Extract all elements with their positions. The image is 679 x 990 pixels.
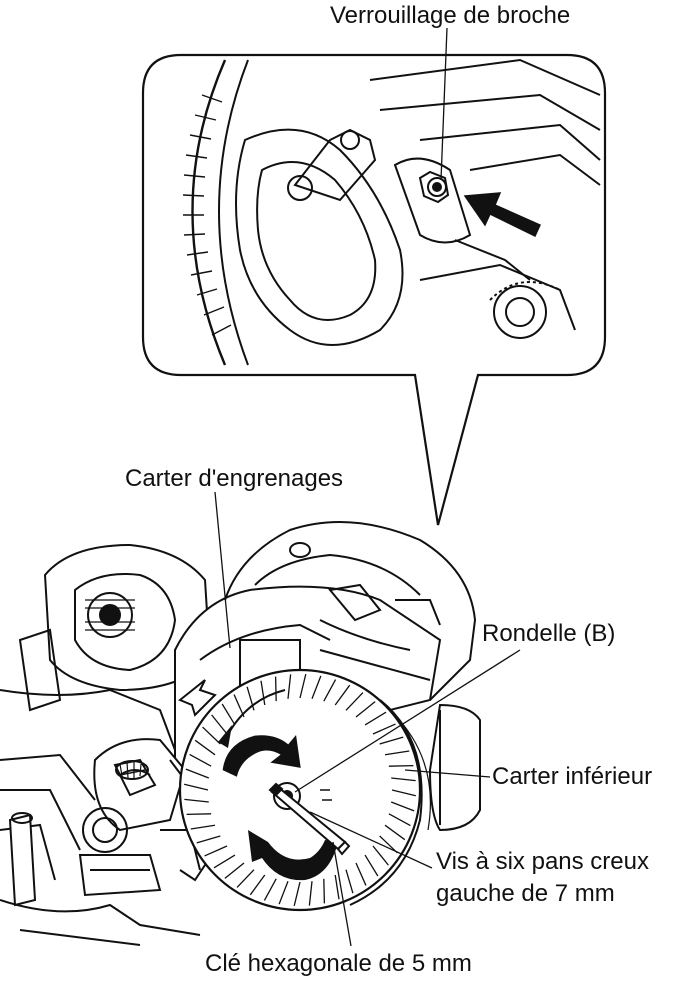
callout-bubble (141, 53, 607, 526)
blade-tooth (204, 845, 228, 857)
blade-tooth (323, 878, 326, 904)
blade-tooth (323, 679, 337, 702)
blade-tooth (190, 824, 216, 830)
blade-tooth (224, 862, 245, 879)
blade-tooth (334, 874, 340, 900)
blade-tooth (388, 813, 411, 827)
blade-tooth (185, 768, 210, 779)
blade-tooth (372, 845, 389, 866)
push-arrow-icon (463, 192, 541, 238)
hex-wrench (268, 782, 351, 856)
blade-tooth (189, 753, 212, 767)
blade-tooth (278, 880, 289, 905)
blade-tooth (196, 835, 221, 844)
blade-tooth (364, 854, 379, 877)
blade-tooth (390, 801, 415, 812)
rotation-arrow-lower-icon (248, 830, 338, 881)
blade-tooth (299, 673, 307, 699)
label-washer-b: Rondelle (B) (482, 620, 616, 647)
blade-tooth (211, 714, 228, 735)
blade-tooth (202, 726, 221, 745)
blade-tooth (372, 723, 396, 735)
blade-tooth (274, 676, 277, 702)
blade-tooth (308, 881, 313, 906)
blade-tooth (194, 739, 216, 756)
blade-tooth (391, 789, 417, 797)
blade-tooth (260, 680, 266, 706)
blade-tooth (384, 824, 406, 841)
blade-tooth (263, 878, 277, 901)
blade-tooth (184, 798, 209, 803)
blade-tooth (334, 684, 351, 706)
blade-tooth (379, 736, 404, 745)
spindle-lock-detail (182, 58, 601, 366)
blade-tooth (364, 711, 387, 726)
blade-tooth (236, 869, 255, 888)
blade-tooth (287, 674, 292, 699)
blade-tooth (355, 701, 376, 718)
leader-lines (214, 27, 521, 947)
label-hex-wrench: Clé hexagonale de 5 mm (205, 950, 472, 977)
blade-tooth (213, 854, 236, 869)
blade-tooth (221, 703, 236, 726)
blade-tooth (388, 764, 414, 767)
label-hex-bolt-line1: Vis à six pans creux (436, 848, 649, 875)
label-gear-housing: Carter d'engrenages (125, 465, 344, 492)
blade-tooth (384, 750, 410, 756)
blade-tooth (183, 783, 209, 791)
label-hex-bolt-line2: gauche de 7 mm (436, 880, 615, 907)
rotation-arrowhead-icon (218, 725, 232, 748)
blade-tooth (391, 777, 416, 782)
blade-tooth (186, 813, 212, 816)
blade-tooth (249, 874, 266, 896)
blade-tooth (345, 869, 354, 894)
label-spindle-lock: Verrouillage de broche (330, 2, 571, 29)
blade-tooth (311, 675, 322, 700)
blade-tooth (355, 862, 367, 886)
label-lower-guard: Carter inférieur (492, 763, 653, 790)
blade-tooth (345, 692, 364, 711)
blade-tooth (293, 881, 301, 907)
rotation-arrow-icon (222, 734, 301, 777)
